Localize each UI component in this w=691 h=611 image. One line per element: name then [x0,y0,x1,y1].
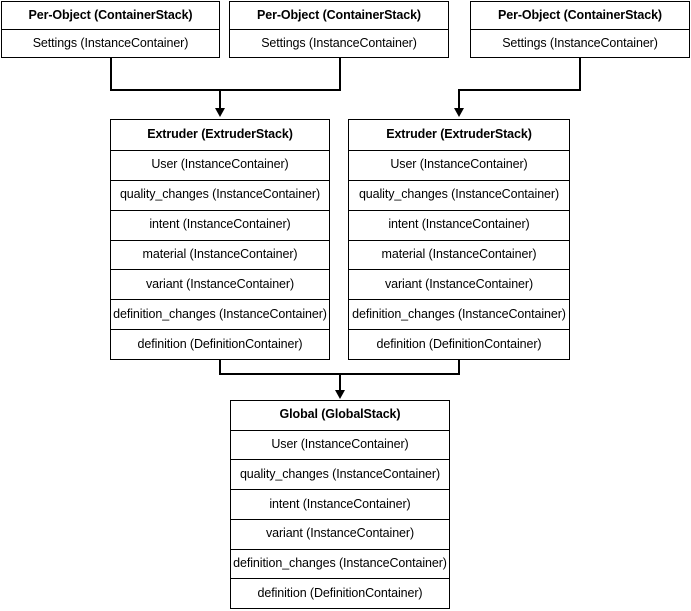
extruder-stack-2-row-material[interactable]: material (InstanceContainer) [349,239,569,270]
extruder-stack-2-row-intent[interactable]: intent (InstanceContainer) [349,209,569,240]
per-object-stack-1-header: Per-Object (ContainerStack) [2,2,219,30]
global-stack-row-variant[interactable]: variant (InstanceContainer) [231,518,449,549]
per-object-stack-1[interactable]: Per-Object (ContainerStack) Settings (In… [1,1,220,58]
extruder-stack-1-row-material[interactable]: material (InstanceContainer) [111,239,329,270]
extruder-stack-2-row-variant[interactable]: variant (InstanceContainer) [349,269,569,300]
per-object-stack-2-header: Per-Object (ContainerStack) [230,2,448,30]
global-stack-header: Global (GlobalStack) [231,401,449,430]
extruder-stack-2-row-definition-changes[interactable]: definition_changes (InstanceContainer) [349,299,569,330]
per-object-stack-2-row-settings[interactable]: Settings (InstanceContainer) [230,29,448,57]
extruder-stack-1-row-variant[interactable]: variant (InstanceContainer) [111,269,329,300]
connector-po3-to-extruder2-vertical [579,58,581,90]
arrow-head-global [335,390,345,399]
per-object-stack-3[interactable]: Per-Object (ContainerStack) Settings (In… [470,1,690,58]
global-stack-row-definition-changes[interactable]: definition_changes (InstanceContainer) [231,548,449,579]
extruder-stack-1-row-intent[interactable]: intent (InstanceContainer) [111,209,329,240]
per-object-stack-2[interactable]: Per-Object (ContainerStack) Settings (In… [229,1,449,58]
extruder-stack-2-row-definition[interactable]: definition (DefinitionContainer) [349,329,569,359]
arrow-head-extruder2 [454,108,464,117]
connector-po2-to-extruder1-vertical [339,58,341,90]
extruder-stack-1-row-definition[interactable]: definition (DefinitionContainer) [111,329,329,359]
arrow-head-extruder1 [215,108,225,117]
connector-extruder1-to-global-vertical [219,360,221,374]
connector-extruder2-to-global-vertical [458,360,460,374]
global-stack[interactable]: Global (GlobalStack) User (InstanceConta… [230,400,450,609]
per-object-stack-3-header: Per-Object (ContainerStack) [471,2,689,30]
per-object-stack-1-row-settings[interactable]: Settings (InstanceContainer) [2,29,219,57]
per-object-stack-3-row-settings[interactable]: Settings (InstanceContainer) [471,29,689,57]
extruder-stack-2-row-user[interactable]: User (InstanceContainer) [349,149,569,180]
extruder-stack-2[interactable]: Extruder (ExtruderStack) User (InstanceC… [348,119,570,360]
connector-merge-bar-extruder2 [458,89,581,91]
extruder-stack-2-row-quality-changes[interactable]: quality_changes (InstanceContainer) [349,179,569,210]
global-stack-row-quality-changes[interactable]: quality_changes (InstanceContainer) [231,459,449,490]
connector-arrow-stem-extruder1 [219,89,221,111]
extruder-stack-1-header: Extruder (ExtruderStack) [111,120,329,150]
extruder-stack-1[interactable]: Extruder (ExtruderStack) User (InstanceC… [110,119,330,360]
extruder-stack-2-header: Extruder (ExtruderStack) [349,120,569,150]
extruder-stack-1-row-definition-changes[interactable]: definition_changes (InstanceContainer) [111,299,329,330]
connector-po1-to-extruder1-vertical [110,58,112,90]
connector-arrow-stem-global [339,373,341,393]
global-stack-row-intent[interactable]: intent (InstanceContainer) [231,489,449,519]
global-stack-row-user[interactable]: User (InstanceContainer) [231,429,449,460]
global-stack-row-definition[interactable]: definition (DefinitionContainer) [231,578,449,609]
connector-merge-bar-extruder1 [110,89,341,91]
extruder-stack-1-row-user[interactable]: User (InstanceContainer) [111,149,329,180]
connector-arrow-stem-extruder2 [458,89,460,111]
extruder-stack-1-row-quality-changes[interactable]: quality_changes (InstanceContainer) [111,179,329,210]
